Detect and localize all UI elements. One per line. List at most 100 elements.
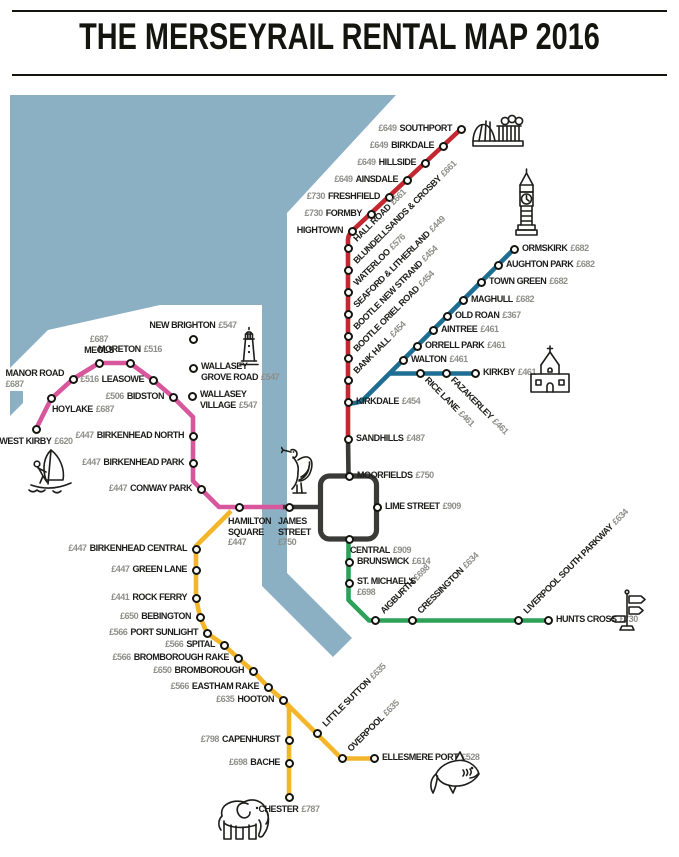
station-dot-manor-road bbox=[68, 374, 78, 384]
station-dot-orrell-park bbox=[412, 341, 422, 351]
station-label-sandhills: SANDHILLS£487 bbox=[356, 433, 425, 443]
station-dot-rock-ferry bbox=[191, 593, 201, 603]
station-dot-ormskirk bbox=[509, 244, 519, 254]
station-dot-sandhills bbox=[343, 434, 353, 444]
station-dot-bootle-new-strand bbox=[343, 331, 353, 341]
station-label-hightown: HIGHTOWN bbox=[296, 225, 344, 235]
station-dot-chester bbox=[284, 792, 294, 802]
station-label-chester: CHESTER£787 bbox=[258, 804, 320, 814]
station-dot-conway-park bbox=[196, 484, 206, 494]
station-label-moreton: MORETON£516 bbox=[98, 344, 162, 354]
station-dot-hoylake bbox=[46, 393, 56, 403]
station-label-orrell-park: ORRELL PARK£461 bbox=[425, 340, 506, 350]
station-dot-hamilton-square bbox=[234, 502, 244, 512]
station-dot-hillside bbox=[420, 158, 430, 168]
station-dot-bank-hall bbox=[343, 375, 353, 385]
station-label-aughton-park: AUGHTON PARK£682 bbox=[506, 259, 595, 269]
station-dot-blundellsands-crosby bbox=[343, 265, 353, 275]
station-label-brunswick: BRUNSWICK£614 bbox=[357, 556, 431, 566]
station-dot-new-brighton bbox=[188, 334, 198, 344]
station-dot-birkenhead-north bbox=[188, 431, 198, 441]
station-dot-hall-road bbox=[343, 243, 353, 253]
roller-coaster-icon bbox=[469, 104, 527, 150]
station-dot-bache bbox=[284, 758, 294, 768]
station-dot-old-roan bbox=[442, 311, 452, 321]
station-label-west-kirby: WEST KIRBY£620 bbox=[0, 436, 73, 446]
station-dot-waterloo bbox=[343, 287, 353, 297]
station-dot-ellesmere-port bbox=[369, 753, 379, 763]
station-dot-fazakerley bbox=[441, 368, 451, 378]
station-dot-green-lane bbox=[191, 565, 201, 575]
station-dot-bebington bbox=[195, 612, 205, 622]
station-dot-moorfields bbox=[344, 471, 354, 481]
station-dot-bidston bbox=[168, 392, 178, 402]
station-dot-bootle-oriel-road bbox=[343, 353, 353, 363]
station-dot-wallasey-village bbox=[187, 391, 197, 401]
station-dot-bromborough bbox=[248, 666, 258, 676]
station-label-kirkby: KIRKBY£461 bbox=[483, 367, 537, 377]
station-dot-little-sutton bbox=[312, 728, 322, 738]
station-dot-eastham-rake bbox=[263, 682, 273, 692]
station-dot-kirkdale bbox=[343, 397, 353, 407]
station-label-maghull: MAGHULL£682 bbox=[471, 294, 535, 304]
station-label-moorfields: MOORFIELDS£750 bbox=[357, 470, 434, 480]
station-dot-spital bbox=[219, 640, 229, 650]
station-dot-hunts-cross bbox=[543, 615, 553, 625]
signpost-icon bbox=[606, 588, 648, 632]
station-dot-hooton bbox=[278, 695, 288, 705]
station-dot-lime-street bbox=[372, 502, 382, 512]
station-label-st-michaels: ST. MICHAEL'S£698 bbox=[357, 576, 416, 597]
station-label-ellesmere-port: ELLESMERE PORT£528 bbox=[382, 752, 480, 762]
station-dot-liverpool-south-parkway bbox=[513, 615, 523, 625]
station-dot-cressington bbox=[407, 615, 417, 625]
station-dot-capenhurst bbox=[284, 735, 294, 745]
elephant-icon bbox=[212, 792, 274, 847]
station-dot-hightown bbox=[347, 226, 357, 236]
station-dot-st-michaels bbox=[344, 578, 354, 588]
station-dot-birkenhead-park bbox=[188, 458, 198, 468]
station-dot-leasowe bbox=[148, 375, 158, 385]
station-dot-wallasey-grove-road bbox=[188, 363, 198, 373]
liver-bird-icon bbox=[281, 445, 315, 499]
title-top-rule bbox=[12, 10, 667, 12]
station-label-hunts-cross: HUNTS CROSS£730 bbox=[556, 614, 638, 624]
station-label-walton: WALTON£461 bbox=[411, 354, 468, 364]
station-label-lime-street: LIME STREET£909 bbox=[385, 501, 461, 511]
station-label-town-green: TOWN GREEN£682 bbox=[489, 276, 568, 286]
station-dot-kirkby bbox=[470, 368, 480, 378]
church-icon bbox=[528, 345, 572, 395]
station-dot-freshfield bbox=[384, 192, 394, 202]
station-dot-town-green bbox=[476, 277, 486, 287]
sea-and-river-mersey bbox=[10, 95, 396, 657]
page-title: THE MERSEYRAIL RENTAL MAP 2016 bbox=[79, 16, 600, 57]
station-dot-aigburth bbox=[370, 615, 380, 625]
station-dot-formby bbox=[366, 209, 376, 219]
station-dot-james-street bbox=[284, 502, 294, 512]
lighthouse-icon bbox=[238, 326, 260, 366]
station-dot-rice-lane bbox=[415, 368, 425, 378]
shark-icon bbox=[426, 750, 482, 802]
river-dee-strip bbox=[10, 391, 23, 416]
station-dot-birkdale bbox=[438, 141, 448, 151]
